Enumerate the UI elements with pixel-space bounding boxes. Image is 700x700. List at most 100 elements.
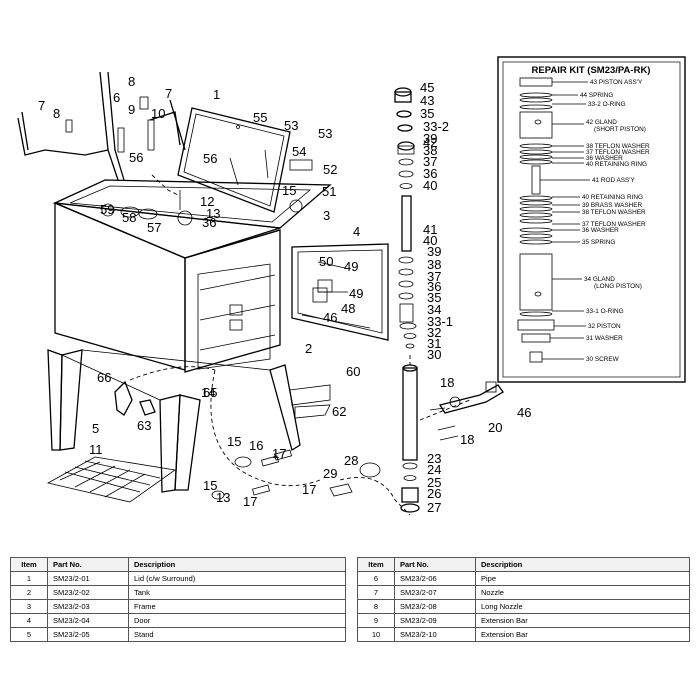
callout: 11 (89, 442, 103, 457)
repair-kit-panel: REPAIR KIT (SM23/PA-RK) (497, 56, 686, 383)
callout: 9 (128, 102, 135, 117)
callout: 49 (344, 259, 358, 274)
callout: 56 (203, 151, 217, 166)
callout: 3 (323, 208, 330, 223)
callout: 49 (349, 286, 363, 301)
callout: 54 (292, 144, 306, 159)
callout: 23 (427, 451, 441, 466)
kit-label: 39 BRASS WASHER (582, 202, 643, 209)
callout: 14 (201, 385, 215, 400)
callout: 51 (322, 184, 336, 199)
kit-label: 44 SPRING (580, 92, 613, 99)
callout: 36 (202, 215, 216, 230)
cell-part-no: SM23/2-02 (47, 585, 129, 600)
callout: 66 (97, 370, 111, 385)
cell-description: Extension Bar (475, 627, 690, 642)
callout: 42 (423, 135, 437, 150)
kit-label: 40 RETAINING RING (586, 161, 647, 168)
cell-part-no: SM23/2-08 (394, 599, 476, 614)
kit-label: 33-2 O-RING (588, 101, 626, 108)
callout: 36 (427, 279, 441, 294)
callout: 15 (203, 478, 217, 493)
cell-item: 3 (10, 599, 48, 614)
callout: 33-1 (427, 314, 453, 329)
kit-label: 35 SPRING (582, 239, 615, 246)
callout: 46 (323, 310, 337, 325)
callout: 17 (302, 482, 316, 497)
callout: 59 (100, 202, 114, 217)
callout: 7 (38, 98, 45, 113)
header-description: Description (475, 557, 690, 572)
cell-description: Extension Bar (475, 613, 690, 628)
kit-label: 36 WASHER (586, 155, 623, 162)
kit-label: (SHORT PISTON) (594, 126, 646, 133)
callout: 38 (423, 143, 437, 158)
cell-item: 2 (10, 585, 48, 600)
callout: 15 (282, 183, 296, 198)
callout: 5 (92, 421, 99, 436)
cell-item: 10 (357, 627, 395, 642)
callout: 31 (427, 336, 441, 351)
callout: 15 (227, 434, 241, 449)
callout: 8 (128, 74, 135, 89)
callout: 16 (249, 438, 263, 453)
callout: 4 (353, 224, 360, 239)
exploded-parts-diagram: REPAIR KIT (SM23/PA-RK) (17, 56, 686, 516)
callout: 53 (318, 126, 332, 141)
cell-part-no: SM23/2-04 (47, 613, 129, 628)
callout: 40 (423, 233, 437, 248)
table-header-row: Item Part No. Description (10, 557, 346, 572)
kit-label: 34 GLAND (584, 276, 615, 283)
kit-label: 37 TEFLON WASHER (582, 221, 646, 228)
callout: 26 (427, 486, 441, 501)
cell-description: Long Nozzle (475, 599, 690, 614)
callout: 28 (344, 453, 358, 468)
callout: 17 (243, 494, 257, 509)
piston-column-drawing (394, 87, 420, 513)
callout: 2 (305, 341, 312, 356)
repair-kit-title: REPAIR KIT (SM23/PA-RK) (532, 65, 651, 76)
cell-part-no: SM23/2-06 (394, 571, 476, 586)
callout: 48 (341, 301, 355, 316)
cell-item: 6 (357, 571, 395, 586)
header-item: Item (357, 557, 395, 572)
header-description: Description (128, 557, 346, 572)
kit-label: 38 TEFLON WASHER (586, 143, 650, 150)
callout: 43 (420, 93, 434, 108)
callout: 39 (423, 131, 437, 146)
cell-item: 7 (357, 585, 395, 600)
kit-label: 32 PISTON (588, 323, 621, 330)
callout: 32 (427, 325, 441, 340)
callout: 8 (53, 106, 60, 121)
callout: 38 (427, 257, 441, 272)
valve-assembly-drawing (419, 381, 504, 441)
callout: 30 (427, 347, 441, 362)
callout: 13 (216, 490, 230, 505)
door-drawing (291, 243, 389, 341)
callout: 53 (284, 118, 298, 133)
callout: 37 (427, 269, 441, 284)
callout: 55 (253, 110, 267, 125)
stand-drawing (46, 349, 301, 503)
cell-part-no: SM23/2-01 (47, 571, 129, 586)
cell-description: Nozzle (475, 585, 690, 600)
callout: 7 (165, 86, 172, 101)
callout-labels: 1 2 3 4 5 6 7 7 8 8 9 10 11 12 13 13 14 … (38, 74, 531, 515)
callout: 34 (427, 302, 441, 317)
callout: 56 (129, 150, 143, 165)
callout: 35 (420, 106, 434, 121)
callout: 18 (440, 375, 454, 390)
callout: 65 (203, 385, 217, 400)
callout: 39 (427, 244, 441, 259)
callout: 50 (319, 254, 333, 269)
pipe-and-nozzle-drawing (17, 71, 186, 196)
